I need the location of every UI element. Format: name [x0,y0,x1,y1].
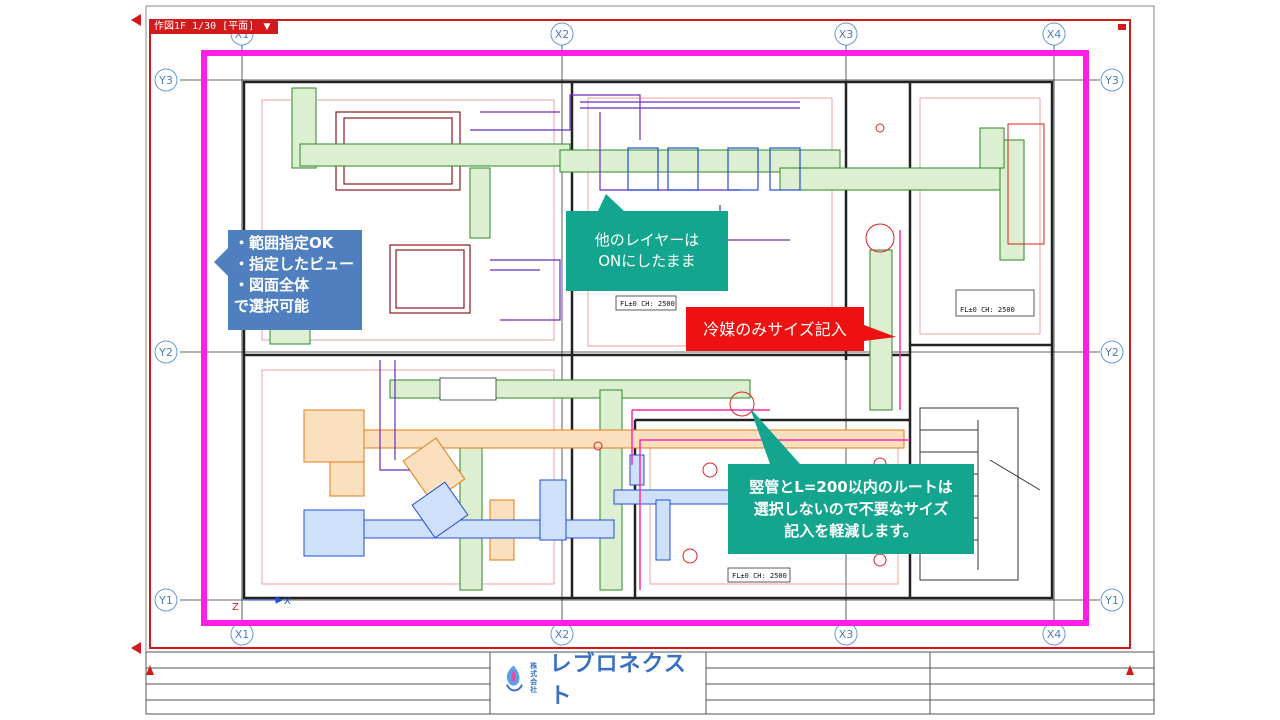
selection-rectangle[interactable] [201,50,1089,626]
callout-blue-pointer [214,248,228,276]
room-label-boxes [439,289,1035,583]
logo-prefix-bottom: 会社 [530,678,538,694]
callout-blue-line-3: ・図面全体 [234,276,310,294]
axis-z-label: Z [232,602,239,613]
callout-green2-line-3: 記入を軽減します。 [784,522,918,540]
grid-x2-top: X2 [555,28,570,41]
callout-selection-scope: ・範囲指定OK ・指定したビュー ・図面全体 で選択可能 [228,230,362,330]
callout-green1-pointer [598,194,624,211]
callout-green2-line-1: 竪管とL=200以内のルートは [749,478,953,496]
room-label-3: FL±0 CH: 2500 [732,572,787,580]
grid-y3-right: Y3 [1104,74,1119,87]
grid-x4-bottom: X4 [1047,628,1062,641]
callout-other-layers: 他のレイヤーは ONにしたまま [566,211,728,291]
callout-red-pointer [864,325,896,341]
title-block [145,651,1155,715]
grid-x2-bottom: X2 [555,628,570,641]
callout-green2-pointer [750,408,800,464]
company-logo: 株式 会社 レブロネクスト [503,652,703,709]
grid-y1-right: Y1 [1104,594,1119,607]
callout-green2-line-2: 選択しないので不要なサイズ [753,500,949,518]
grid-y1-left: Y1 [158,594,173,607]
view-tab[interactable]: 作図1F 1/30 [平面] [150,20,259,34]
callout-green1-line-2: ONにしたまま [598,252,696,270]
axis-x-label: X [284,596,291,607]
room-label-1: FL±0 CH: 2500 [620,300,675,308]
frame-markers [131,14,1134,675]
logo-name: レブロネクスト [549,652,687,709]
grid-bubbles [154,22,1124,646]
grid-x3-bottom: X3 [839,628,854,641]
logo-prefix-top: 株式 [530,662,538,678]
callout-blue-line-2: ・指定したビュー [234,255,355,273]
grid-x4-top: X4 [1047,28,1062,41]
callout-red-text: 冷媒のみサイズ記入 [703,319,847,339]
refrigerant-line [631,230,910,590]
callout-green1-line-1: 他のレイヤーは [594,231,700,249]
blue-ducts [303,454,765,561]
grid-y3-left: Y3 [158,74,173,87]
viewport-frame [149,19,1131,649]
room-label-2: FL±0 CH: 2500 [960,306,1015,314]
callout-blue-line-1: ・範囲指定OK [234,234,334,252]
axis-indicator [244,596,284,604]
grid-y2-right: Y2 [1104,346,1119,359]
grid-x1-bottom: X1 [235,628,250,641]
logo-prefix: 株式 会社 [530,662,543,694]
callout-blue-line-4: で選択可能 [234,297,310,315]
vrf-units [627,147,801,191]
logo-mark-icon [505,665,524,692]
callout-vertical-pipe: 竪管とL=200以内のルートは 選択しないので不要なサイズ 記入を軽減します。 [728,464,974,554]
grid-x3-top: X3 [839,28,854,41]
grid-y2-left: Y2 [158,346,173,359]
callout-refrigerant-only: 冷媒のみサイズ記入 [686,307,864,351]
view-dropdown-button[interactable]: ▼ [256,20,278,34]
